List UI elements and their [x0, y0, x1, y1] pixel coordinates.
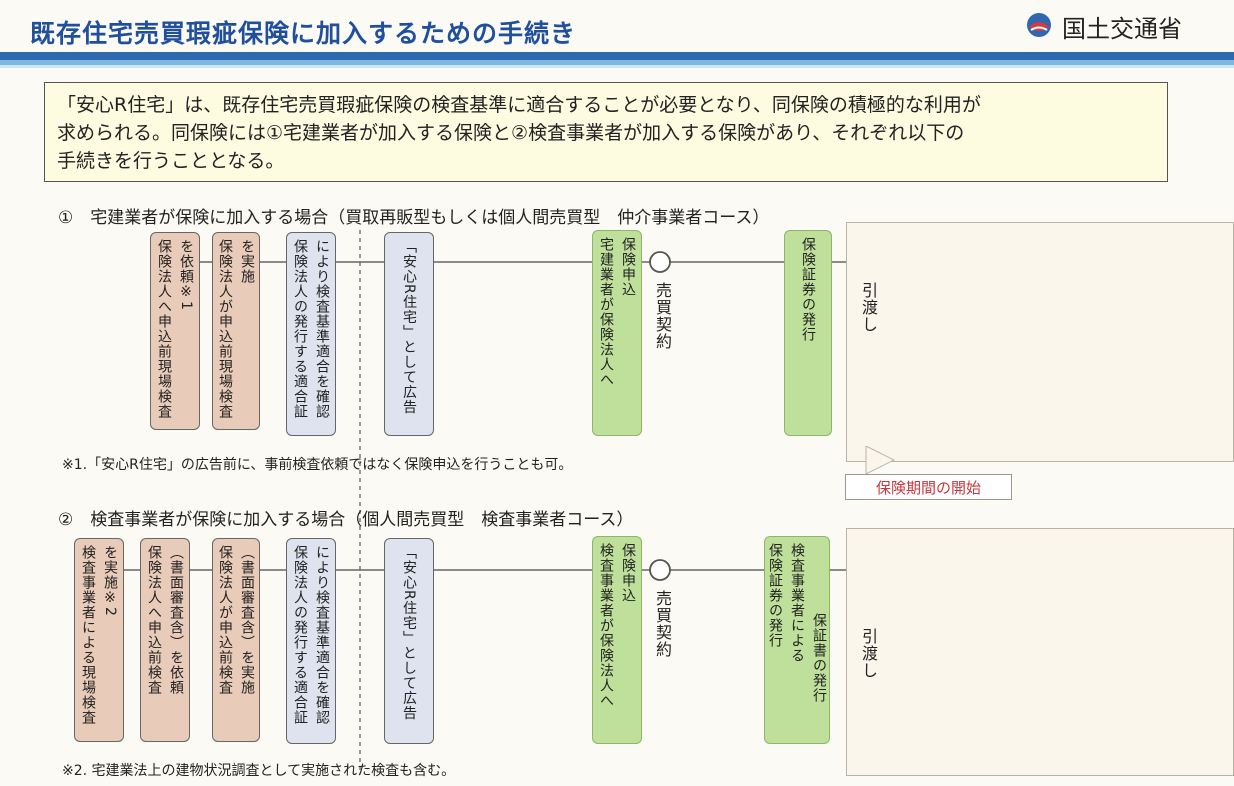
header-bar-light	[0, 60, 1234, 65]
step-box: 保険法人が申込前検査 （書面審査含）を実施	[212, 538, 260, 742]
section1-caption: ① 宅建業者が保険に加入する場合（買取再販型もしくは個人間売買型 仲介事業者コー…	[58, 208, 770, 228]
step-box: 保険法人へ申込前現場検査 を依頼※1	[150, 232, 200, 430]
step-box: 宅建業者が保険法人へ 保険申込	[592, 230, 642, 436]
contract-label: 売買契約	[653, 590, 672, 658]
footnote: ※2. 宅建業法上の建物状況調査として実施された検査も含む。	[62, 763, 456, 779]
insurance-period-start-label: 保険期間の開始	[845, 474, 1012, 500]
intro-line: 求められる。同保険には①宅建業者が加入する保険と②検査事業者が加入する保険があり…	[57, 122, 965, 144]
step-box: 保険法人の発行する適合証 により検査基準適合を確認	[286, 538, 336, 744]
page-title: 既存住宅売買瑕疵保険に加入するための手続き	[30, 19, 577, 48]
contract-label: 売買契約	[653, 282, 672, 350]
contract-node	[649, 251, 671, 273]
step-box: 「安心R住宅」として広告	[384, 538, 434, 744]
mlit-logo-icon	[1027, 13, 1051, 37]
intro-line: 手続きを行うこととなる。	[57, 150, 285, 172]
handover-label: 引渡し	[859, 282, 878, 333]
brand-name: 国土交通省	[1062, 14, 1182, 43]
step-box: 検査事業者による現場検査 を実施※2	[74, 538, 124, 742]
header-bar-pale	[0, 65, 1234, 68]
footnote: ※1.「安心R住宅」の広告前に、事前検査依頼ではなく保険申込を行うことも可。	[62, 457, 573, 473]
insurance-period-area	[846, 222, 1234, 462]
insurance-period-area	[846, 528, 1234, 776]
step-box: 保険法人へ申込前検査 （書面審査含）を依頼	[140, 538, 190, 742]
contract-node	[649, 559, 671, 581]
section2-caption: ② 検査事業者が保険に加入する場合（個人間売買型 検査事業者コース）	[58, 510, 634, 530]
callout-tail	[865, 446, 896, 475]
step-box: 保険法人が申込前現場検査 を実施	[212, 232, 260, 430]
intro-box: 「安心R住宅」は、既存住宅売買瑕疵保険の検査基準に適合することが必要となり、同保…	[44, 82, 1168, 182]
step-box: 保険証券の発行 検査事業者による 保証書の発行	[764, 536, 830, 744]
intro-line: 「安心R住宅」は、既存住宅売買瑕疵保険の検査基準に適合することが必要となり、同保…	[57, 94, 981, 116]
step-box: 保険証券の発行	[784, 230, 832, 436]
step-box: 「安心R住宅」として広告	[384, 232, 434, 436]
step-box: 検査事業者が保険法人へ 保険申込	[592, 536, 642, 744]
step-box: 保険法人の発行する適合証 により検査基準適合を確認	[286, 232, 336, 436]
brand-logo: 国土交通省	[1024, 9, 1182, 43]
handover-label: 引渡し	[859, 628, 878, 679]
header-bar	[0, 52, 1234, 60]
